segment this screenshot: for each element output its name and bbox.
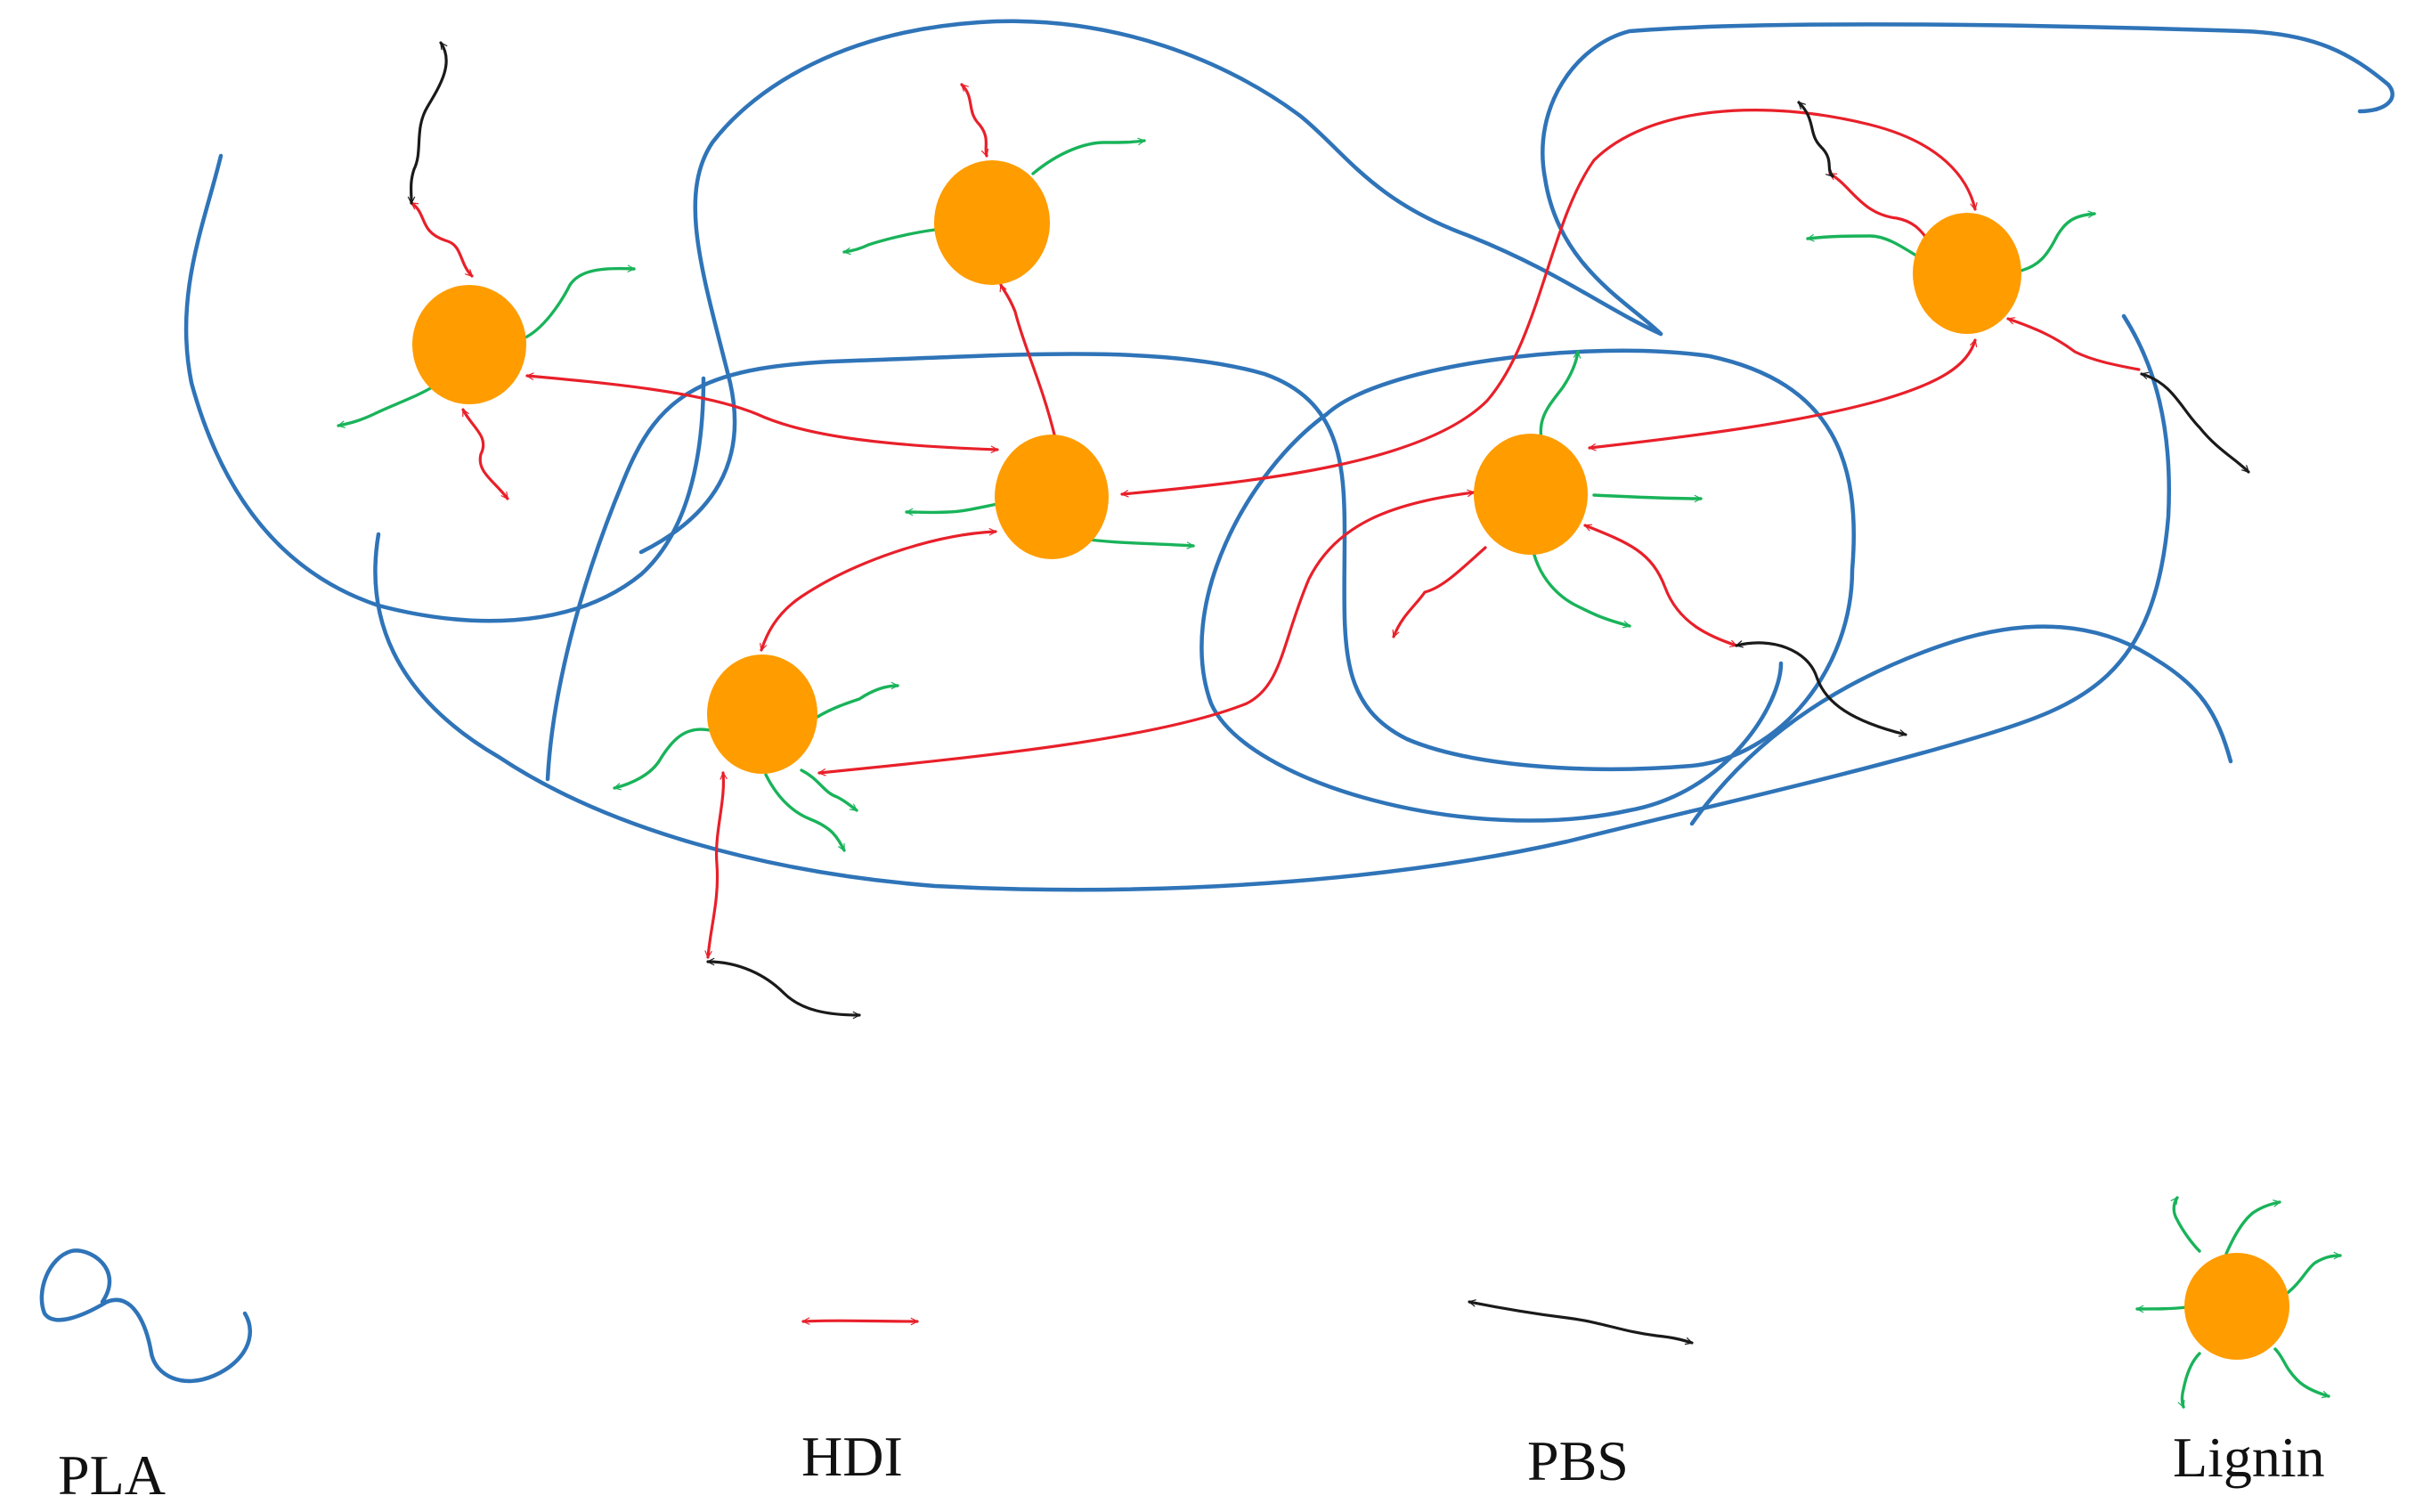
lignin-particle-c: [905, 435, 1195, 559]
hdi-link-b-c: [999, 283, 1057, 440]
legend-hdi-label: HDI: [801, 1425, 903, 1488]
hdi-stub-e-left: [1392, 546, 1487, 638]
pla-chain-right-tail: [1689, 624, 2233, 826]
pbs-chain-top-left: [407, 41, 448, 205]
lignin-particle-f: [1806, 210, 2096, 334]
legend-item-hdi: HDI: [801, 1317, 919, 1488]
legend: PLA HDI PBS Lignin: [39, 1196, 2342, 1507]
lignin-particle-b: [842, 137, 1146, 285]
hdi-links: [410, 83, 2141, 959]
lignin-particle-d: [613, 654, 899, 852]
lignin-core: [1913, 213, 2021, 334]
lignin-core: [1474, 434, 1588, 555]
legend-pla-label: PLA: [58, 1443, 166, 1507]
hdi-link-c-d: [760, 528, 997, 652]
hdi-stub-b-top: [960, 83, 989, 158]
hdi-link-d-e: [817, 489, 1476, 776]
pbs-chain-bottom-left: [706, 957, 861, 1020]
hdi-stub-f-right: [2006, 317, 2141, 371]
hdi-stub-e-bottom: [1583, 524, 1738, 647]
lignin-particle-e: [1474, 350, 1703, 629]
legend-pbs-label: PBS: [1527, 1429, 1629, 1492]
lignin-core: [707, 654, 817, 774]
lignin-core: [412, 285, 526, 404]
legend-item-pla: PLA: [39, 1248, 253, 1507]
legend-lignin-label: Lignin: [2173, 1426, 2325, 1489]
hdi-link-c-f-over: [1120, 109, 1978, 498]
hdi-stub-a-bottom: [461, 408, 509, 500]
pbs-chain-top-right: [1797, 101, 1834, 178]
hdi-link-a-c: [525, 372, 999, 453]
lignin-particle-a: [337, 264, 636, 428]
legend-lignin-swatch: [2135, 1196, 2342, 1409]
hdi-link-e-f: [1588, 338, 1978, 451]
pla-chain-bottom-outer: [373, 313, 2171, 892]
hdi-stub-d-bottom: [704, 771, 728, 959]
legend-pbs-swatch: [1468, 1299, 1694, 1345]
hdi-stub-a-top: [410, 201, 474, 278]
pla-chains: [183, 19, 2395, 892]
pbs-chain-right: [2140, 371, 2250, 474]
lignin-core: [934, 160, 1050, 285]
pbs-chain-middle: [1735, 640, 1907, 737]
pbs-chains: [407, 41, 2250, 1020]
lignin-core: [995, 435, 1109, 559]
legend-item-pbs: PBS: [1468, 1299, 1694, 1492]
hdi-stub-f-top: [1828, 172, 1934, 247]
legend-lignin-core: [2184, 1253, 2289, 1360]
legend-pla-swatch: [39, 1248, 253, 1384]
legend-item-lignin: Lignin: [2135, 1196, 2342, 1489]
